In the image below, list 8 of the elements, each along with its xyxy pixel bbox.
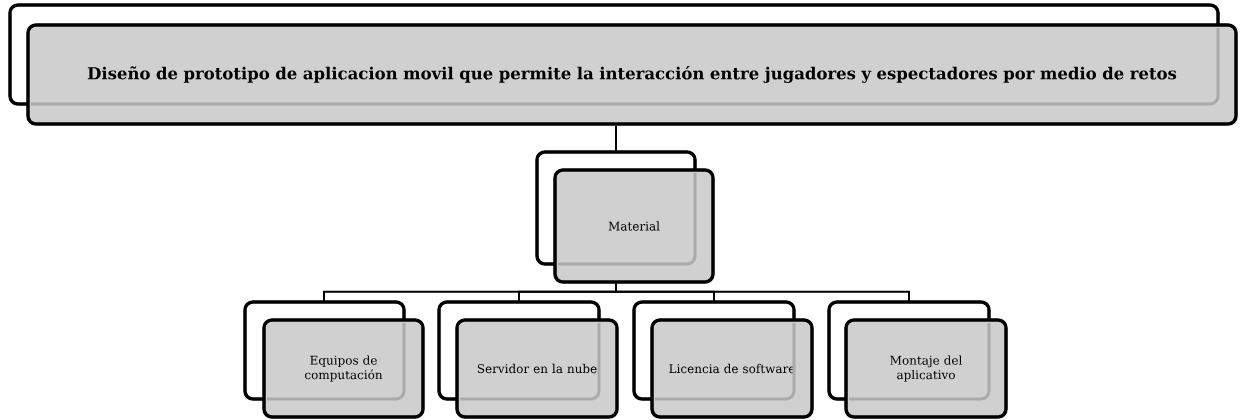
stacked-box: Diseño de prototipo de aplicacion movil que permite la interacción entre jugadores y espectadores por medio de retos: [8, 3, 1238, 126]
stacked-box: Montaje del aplicativo: [827, 300, 1008, 419]
stacked-box: Servidor en la nube: [437, 300, 619, 419]
connector-line: [615, 282, 910, 303]
stacked-box: Equipos de computación: [243, 300, 425, 419]
connector-line: [615, 124, 617, 153]
stacked-box: Material: [535, 150, 715, 284]
stacked-box: Licencia de software: [632, 300, 814, 419]
